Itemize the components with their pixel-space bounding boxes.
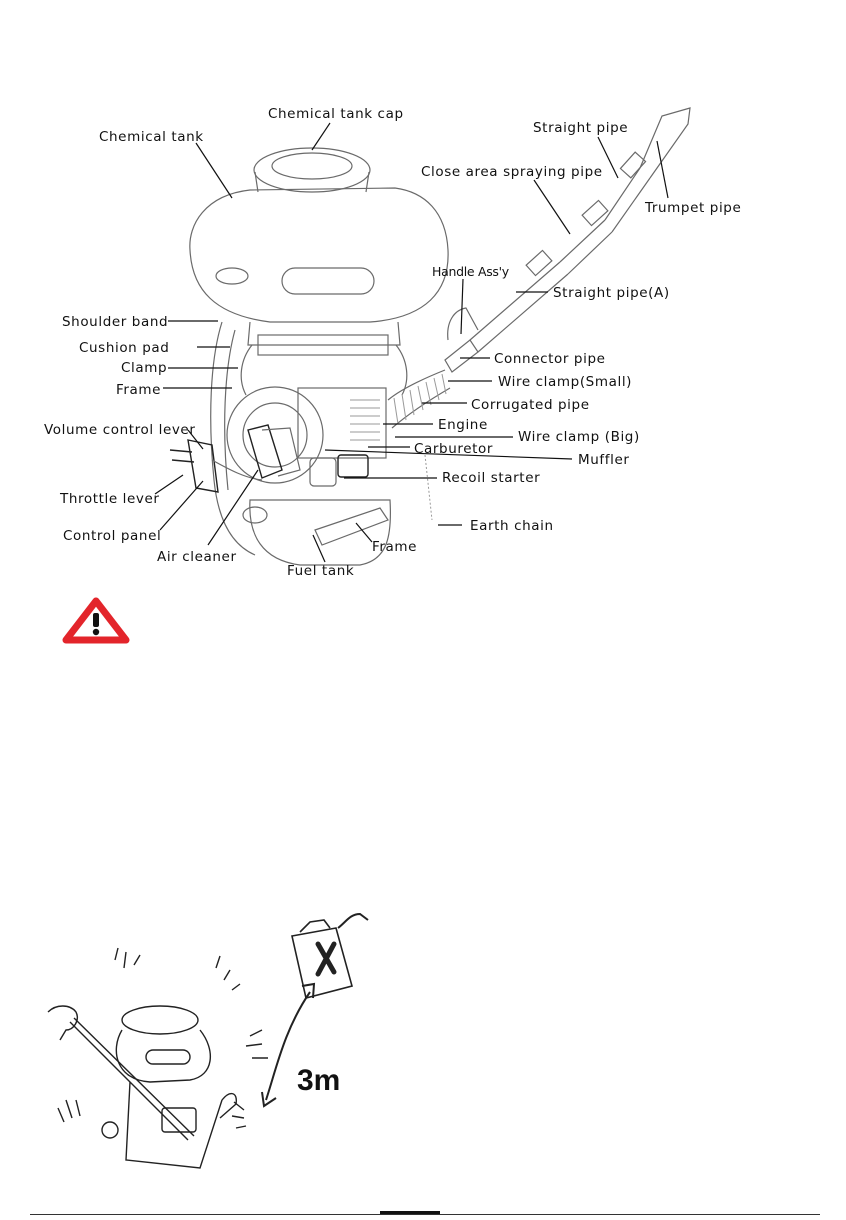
bottom-rule	[30, 1214, 820, 1215]
label-trumpet-pipe: Trumpet pipe	[644, 200, 741, 216]
hand-shape	[47, 1005, 78, 1041]
label-frame-lower: Frame	[372, 539, 417, 555]
label-carburetor: Carburetor	[414, 441, 493, 457]
distance-label: 3m	[297, 1064, 340, 1097]
label-air-cleaner: Air cleaner	[157, 549, 237, 565]
mini-tank	[115, 1029, 212, 1083]
label-recoil-starter: Recoil starter	[442, 470, 540, 486]
leader-straight-pipe	[597, 136, 619, 179]
starter-cord	[69, 1017, 195, 1141]
warning-triangle-icon	[62, 597, 130, 644]
label-cushion-pad: Cushion pad	[79, 340, 169, 356]
label-throttle-lever: Throttle lever	[59, 491, 160, 507]
lower-frame-shape	[314, 507, 389, 546]
leader-control-panel	[159, 480, 204, 531]
leader-close-area	[533, 179, 571, 235]
corrugated-pipe-shape	[387, 369, 451, 429]
mini-engine	[125, 1081, 237, 1169]
leader-muffler	[324, 449, 573, 460]
leader-chemical-tank-cap	[311, 122, 331, 151]
leader-lines	[154, 122, 669, 563]
tank-cap-shape	[253, 147, 371, 193]
straight-pipe-a-shape	[469, 261, 569, 353]
label-chemical-tank-cap: Chemical tank cap	[268, 106, 404, 122]
label-straight-pipe: Straight pipe	[533, 120, 628, 136]
leader-trumpet	[656, 140, 669, 199]
label-fuel-tank: Fuel tank	[287, 563, 354, 579]
handle-shape	[447, 307, 479, 341]
leader-air-cleaner	[207, 469, 259, 546]
label-handle-assy: Handle Ass'y	[432, 264, 510, 279]
leader-volume	[187, 429, 204, 450]
chemical-tank-shape	[189, 187, 449, 323]
part-labels: Chemical tank cap Chemical tank Straight…	[44, 106, 741, 579]
shoulder-band-shape	[210, 321, 256, 556]
fuel-can-icon	[291, 912, 369, 999]
trumpet-pipe-shape	[639, 107, 691, 179]
label-muffler: Muffler	[578, 452, 630, 468]
leader-frame-lower	[355, 522, 373, 543]
sprayer-drawing	[169, 107, 691, 566]
mini-tank-cap	[121, 1005, 199, 1035]
fuel-tank-shape	[249, 499, 392, 566]
leader-chemical-tank	[195, 142, 233, 199]
label-frame-upper: Frame	[116, 382, 161, 398]
label-chemical-tank: Chemical tank	[99, 129, 204, 145]
leader-fuel-tank	[312, 534, 326, 563]
label-earth-chain: Earth chain	[470, 518, 554, 534]
control-panel-shape	[187, 439, 219, 493]
close-area-pipe-shape	[559, 219, 613, 275]
tank-handle-hole	[215, 267, 249, 285]
tank-window	[281, 267, 375, 295]
label-engine: Engine	[438, 417, 488, 433]
leader-throttle	[154, 474, 184, 495]
frame-band	[257, 334, 389, 356]
air-cleaner-shape	[247, 424, 283, 479]
label-clamp: Clamp	[121, 360, 167, 376]
fan-housing	[226, 386, 324, 484]
label-shoulder-band: Shoulder band	[62, 314, 168, 330]
bottom-rule-mark	[380, 1211, 440, 1214]
label-close-area-spraying-pipe: Close area spraying pipe	[421, 164, 603, 180]
label-wire-clamp-big: Wire clamp (Big)	[518, 429, 640, 445]
connector-pipe-shape	[444, 339, 479, 373]
label-control-panel: Control panel	[63, 528, 161, 544]
leader-handle	[460, 278, 464, 335]
tank-cap-inner	[271, 152, 353, 180]
straight-pipe-shape	[604, 167, 651, 233]
label-straight-pipe-a: Straight pipe(A)	[553, 285, 670, 301]
label-wire-clamp-small: Wire clamp(Small)	[498, 374, 632, 390]
spark-marks	[57, 947, 268, 1129]
earth-chain-shape	[424, 454, 433, 521]
label-volume-control-lever: Volume control lever	[44, 422, 196, 438]
label-connector-pipe: Connector pipe	[494, 351, 606, 367]
muffler-shape	[337, 454, 369, 478]
distance-arrow	[265, 991, 311, 1101]
label-corrugated-pipe: Corrugated pipe	[471, 397, 590, 413]
refuel-distance-illustration: 3m	[47, 912, 369, 1169]
engine-block	[297, 387, 387, 459]
